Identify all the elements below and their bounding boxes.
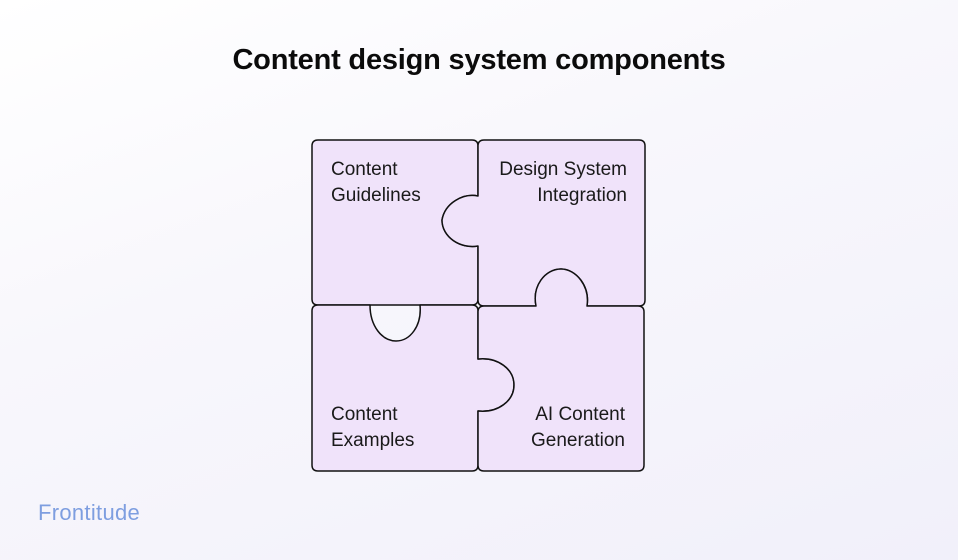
label-ai-content-generation: AI Content Generation xyxy=(531,402,625,454)
label-design-system-integration: Design System Integration xyxy=(499,157,627,209)
label-line: Design System xyxy=(499,159,627,180)
label-line: Generation xyxy=(530,430,625,451)
label-line: Guidelines xyxy=(331,185,421,206)
label-line: Examples xyxy=(331,430,415,451)
label-line: Content xyxy=(331,404,398,425)
label-line: Integration xyxy=(537,185,627,206)
label-content-guidelines: Content Guidelines xyxy=(331,157,421,209)
diagram-title: Content design system components xyxy=(232,44,726,76)
label-line: Content xyxy=(331,159,398,180)
puzzle-piece-ai-content-generation xyxy=(477,268,645,472)
label-line: AI Content xyxy=(535,404,625,425)
brand-logo: Frontitude xyxy=(38,500,141,525)
label-content-examples: Content Examples xyxy=(331,402,414,454)
